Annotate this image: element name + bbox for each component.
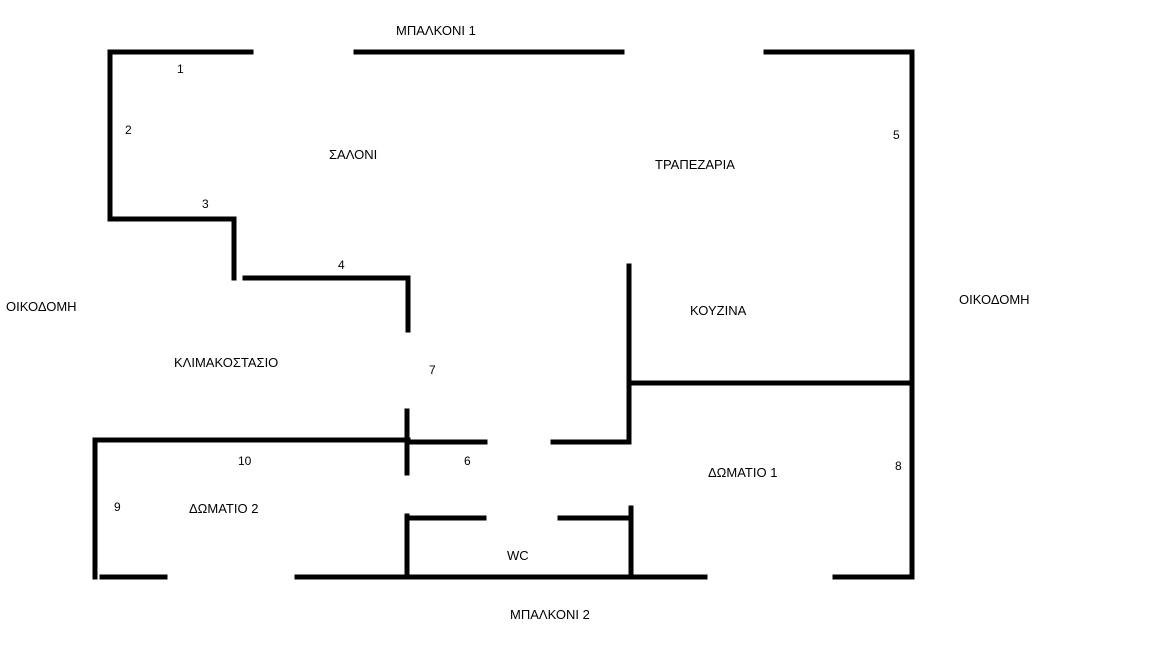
- marker-8: 8: [895, 459, 902, 473]
- kitchen-label: ΚΟΥΖΙΝΑ: [690, 303, 747, 318]
- marker-3: 3: [202, 197, 209, 211]
- marker-6: 6: [464, 454, 471, 468]
- dining-room-label: ΤΡΑΠΕΖΑΡΙΑ: [655, 157, 735, 172]
- marker-4: 4: [338, 258, 345, 272]
- marker-9: 9: [114, 500, 121, 514]
- room-1-label: ΔΩΜΑΤΙΟ 1: [708, 465, 778, 480]
- room-2-label: ΔΩΜΑΤΙΟ 2: [189, 501, 259, 516]
- marker-5: 5: [893, 128, 900, 142]
- building-right-label: ΟΙΚΟΔΟΜΗ: [959, 292, 1030, 307]
- marker-10: 10: [238, 454, 252, 468]
- building-left-label: ΟΙΚΟΔΟΜΗ: [6, 299, 77, 314]
- wc-label: WC: [507, 548, 529, 563]
- staircase-label: ΚΛΙΜΑΚΟΣΤΑΣΙΟ: [174, 355, 279, 370]
- living-room-label: ΣΑΛΟΝΙ: [329, 147, 378, 162]
- balcony-1-label: ΜΠΑΛΚΟΝΙ 1: [396, 23, 476, 38]
- marker-2: 2: [125, 123, 132, 137]
- marker-1: 1: [177, 62, 184, 76]
- marker-7: 7: [429, 363, 436, 377]
- balcony-2-label: ΜΠΑΛΚΟΝΙ 2: [510, 607, 590, 622]
